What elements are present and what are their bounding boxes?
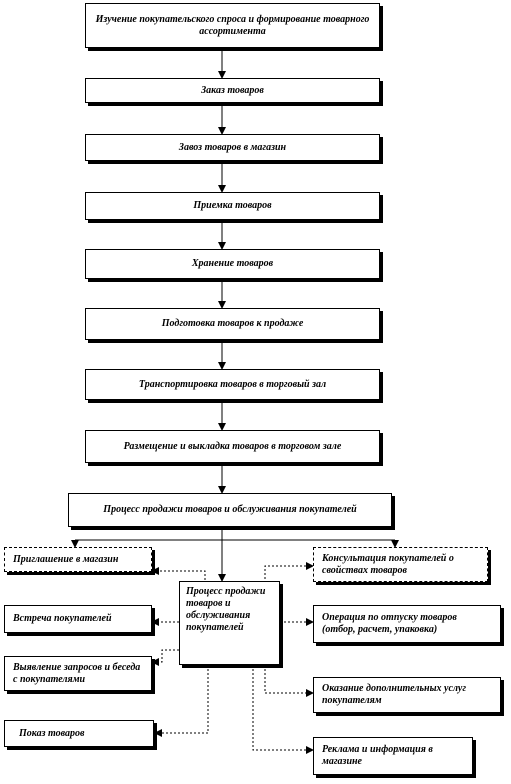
left-item-greeting-label: Встреча покупателей xyxy=(13,613,112,624)
flow-step-transport-label: Транспортировка товаров в торговый зал xyxy=(138,378,327,390)
flow-step-storage: Хранение товаров xyxy=(85,249,380,279)
left-item-product-showing-label: Показ товаров xyxy=(19,727,85,739)
left-item-invitation-label: Приглашение в магазин xyxy=(13,553,119,565)
flow-step-transport: Транспортировка товаров в торговый зал xyxy=(85,369,380,400)
flow-step-delivery-label: Завоз товаров в магазин xyxy=(178,141,287,153)
right-item-consultation: Консультация покупателей о свойствах тов… xyxy=(313,547,488,582)
flow-step-display: Размещение и выкладка товаров в торговом… xyxy=(85,430,380,463)
left-item-invitation: Приглашение в магазин xyxy=(4,547,152,572)
flow-step-sales-process: Процесс продажи товаров и обслуживания п… xyxy=(68,493,392,527)
left-item-needs-discovery: Выявление запросов и беседа с покупателя… xyxy=(4,656,152,691)
right-item-dispensing-label: Операция по отпуску товаров (отбор, расч… xyxy=(322,612,457,635)
right-item-advertising-label: Реклама и информация в магазине xyxy=(322,744,433,767)
right-item-dispensing: Операция по отпуску товаров (отбор, расч… xyxy=(313,605,501,643)
flow-step-order-label: Заказ товаров xyxy=(201,84,264,96)
center-process-box: Процесс продажи товаров и обслуживания п… xyxy=(179,581,280,665)
right-item-advertising: Реклама и информация в магазине xyxy=(313,737,473,775)
right-item-additional-services: Оказание дополнительных услуг покупателя… xyxy=(313,677,501,713)
flow-step-display-label: Размещение и выкладка товаров в торговом… xyxy=(123,440,342,452)
flow-step-sales-process-label: Процесс продажи товаров и обслуживания п… xyxy=(103,504,357,515)
center-process-label: Процесс продажи товаров и обслуживания п… xyxy=(186,586,266,633)
flow-step-acceptance: Приемка товаров xyxy=(85,192,380,220)
flow-step-storage-label: Хранение товаров xyxy=(191,258,274,269)
flow-step-delivery: Завоз товаров в магазин xyxy=(85,134,380,161)
flow-step-preparation: Подготовка товаров к продаже xyxy=(85,308,380,340)
left-item-product-showing: Показ товаров xyxy=(4,720,154,747)
right-item-additional-services-label: Оказание дополнительных услуг покупателя… xyxy=(322,683,467,706)
flow-step-demand-study: Изучение покупательского спроса и формир… xyxy=(85,3,380,48)
flow-step-order: Заказ товаров xyxy=(85,78,380,103)
right-item-consultation-label: Консультация покупателей о свойствах тов… xyxy=(322,552,454,576)
flow-step-preparation-label: Подготовка товаров к продаже xyxy=(161,318,304,329)
flow-step-acceptance-label: Приемка товаров xyxy=(193,200,272,211)
left-item-needs-discovery-label: Выявление запросов и беседа с покупателя… xyxy=(13,661,141,685)
flow-step-demand-study-label: Изучение покупательского спроса и формир… xyxy=(95,13,370,37)
left-item-greeting: Встреча покупателей xyxy=(4,605,152,633)
